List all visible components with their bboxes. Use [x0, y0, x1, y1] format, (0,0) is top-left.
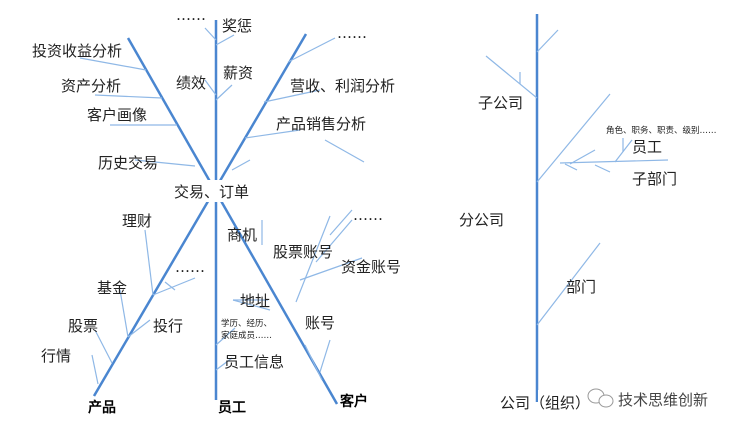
label-stock: 股票	[68, 317, 98, 335]
label-stock-account: 股票账号	[273, 243, 333, 261]
axis-label-company: 公司（组织）	[500, 394, 590, 412]
watermark-text: 技术思维创新	[618, 391, 708, 409]
label-ellipsis: ……	[353, 206, 383, 224]
label-wealth: 理财	[122, 212, 152, 230]
label-branch: 分公司	[459, 211, 504, 229]
label-roles: 角色、职务、职责、级别……	[606, 125, 717, 136]
axis-label-bg	[538, 390, 598, 412]
label-bank: 投行	[153, 317, 183, 335]
label-reward: 奖惩	[222, 17, 252, 35]
right-branch-lines	[485, 29, 669, 326]
label-ellipsis: ……	[337, 24, 367, 42]
label-account: 账号	[305, 314, 335, 332]
label-performance: 绩效	[176, 74, 206, 92]
label-market: 行情	[41, 347, 71, 365]
label-invest: 投资收益分析	[32, 42, 122, 60]
label-sales: 产品销售分析	[276, 115, 366, 133]
axis-label-employee: 员工	[218, 400, 246, 416]
branch-lines	[79, 27, 365, 385]
label-asset: 资产分析	[61, 77, 121, 95]
axis-label-product: 产品	[88, 399, 116, 416]
center-label: 交易、订单	[174, 183, 249, 201]
label-family: 家庭成员……	[221, 330, 272, 341]
axis-label-customer: 客户	[339, 393, 368, 410]
label-fund-account: 资金账号	[341, 258, 401, 276]
customer-axis	[126, 37, 339, 405]
label-employee: 员工	[632, 138, 662, 156]
label-opportunity: 商机	[227, 226, 257, 244]
label-subsidiary: 子公司	[478, 94, 523, 112]
label-subdepartment: 子部门	[632, 170, 677, 188]
label-employee-info: 员工信息	[224, 353, 284, 371]
wechat-icon	[587, 388, 614, 408]
label-ellipsis: ……	[175, 258, 205, 276]
label-education: 学历、经历、	[221, 318, 272, 329]
center-bg	[170, 180, 260, 202]
label-history: 历史交易	[98, 154, 158, 172]
label-address: 地址	[240, 292, 270, 310]
label-revenue: 营收、利润分析	[290, 77, 395, 95]
label-salary: 薪资	[223, 64, 253, 82]
label-department: 部门	[566, 278, 596, 296]
label-fund: 基金	[97, 279, 127, 297]
label-portrait: 客户画像	[87, 106, 147, 124]
label-ellipsis: ……	[176, 6, 206, 24]
